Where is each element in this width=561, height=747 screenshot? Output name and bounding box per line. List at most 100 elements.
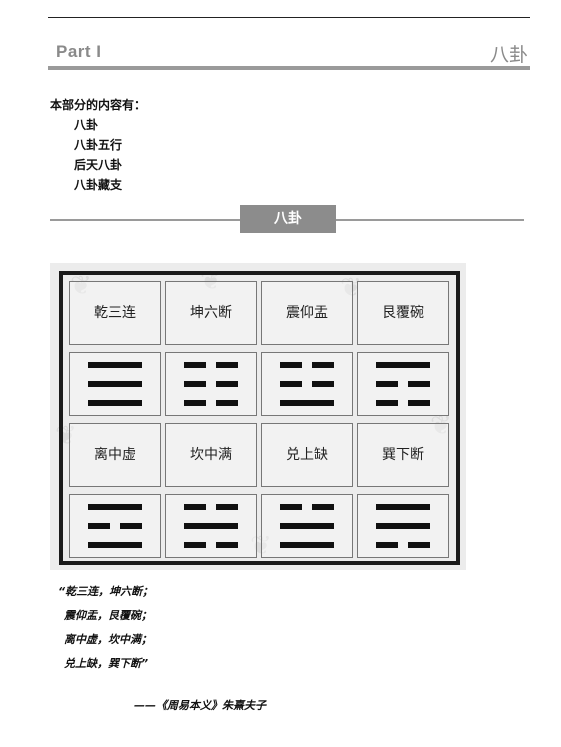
line-segment	[88, 381, 142, 387]
yin-line	[184, 542, 238, 548]
trigram-symbol-icon	[184, 360, 238, 408]
line-segment	[184, 504, 206, 510]
line-segment	[184, 542, 206, 548]
section-title: 八卦	[240, 205, 336, 233]
trigram-symbol-icon	[88, 502, 142, 550]
quote-block: “乾三连，坤六断； 震仰盂，艮覆碗； 离中虚，坎中满； 兑上缺，巽下断”	[58, 580, 153, 676]
line-segment	[88, 504, 142, 510]
yang-line	[376, 523, 430, 529]
trigram-name-cell: 坎中满	[165, 423, 257, 487]
line-segment	[216, 362, 238, 368]
yin-line	[184, 362, 238, 368]
trigram-name: 坤六断	[190, 305, 232, 321]
line-segment	[184, 400, 206, 406]
line-segment	[88, 400, 142, 406]
trigram-symbol-cell	[69, 352, 161, 416]
line-segment	[376, 523, 430, 529]
yin-line	[88, 523, 142, 529]
trigram-name-cell: 震仰盂	[261, 281, 353, 345]
yang-line	[280, 523, 334, 529]
trigram-symbol-icon	[280, 502, 334, 550]
leaf-decoration-icon: ❦	[70, 271, 92, 301]
trigram-symbol-icon	[280, 360, 334, 408]
line-segment	[376, 400, 398, 406]
contents-item: 八卦藏支	[74, 178, 123, 192]
line-segment	[408, 381, 430, 387]
yin-line	[184, 400, 238, 406]
trigram-symbol-cell	[165, 494, 257, 558]
trigram-name: 离中虚	[94, 447, 136, 463]
line-segment	[408, 542, 430, 548]
yang-line	[88, 381, 142, 387]
trigram-figure: ❦ ❦ ❦ ❦ ❦ ❦ 乾三连坤六断震仰盂艮覆碗离中虚坎中满兑上缺巽下断	[50, 263, 466, 570]
contents-list: 本部分的内容有： 八卦 八卦五行 后天八卦 八卦藏支	[50, 95, 146, 195]
yang-line	[184, 523, 238, 529]
yin-line	[376, 542, 430, 548]
contents-heading: 本部分的内容有：	[50, 98, 147, 112]
line-segment	[216, 542, 238, 548]
section-rule-right	[336, 219, 524, 221]
yang-line	[88, 542, 142, 548]
line-segment	[120, 523, 142, 529]
yang-line	[88, 504, 142, 510]
line-segment	[216, 381, 238, 387]
quote-line: 离中虚，坎中满；	[64, 633, 152, 646]
yin-line	[280, 504, 334, 510]
yin-line	[184, 381, 238, 387]
trigram-symbol-cell	[357, 494, 449, 558]
line-segment	[216, 504, 238, 510]
trigram-symbol-cell	[357, 352, 449, 416]
line-segment	[280, 400, 334, 406]
line-segment	[184, 381, 206, 387]
top-rule	[48, 17, 530, 18]
yin-line	[376, 400, 430, 406]
trigram-name: 艮覆碗	[382, 305, 424, 321]
quote-line: “乾三连，坤六断；	[58, 585, 154, 598]
leaf-decoration-icon: ❦	[250, 531, 272, 561]
yang-line	[280, 400, 334, 406]
trigram-name-cell: 离中虚	[69, 423, 161, 487]
yang-line	[280, 542, 334, 548]
yin-line	[280, 381, 334, 387]
line-segment	[88, 362, 142, 368]
trigram-symbol-cell	[69, 494, 161, 558]
leaf-decoration-icon: ❦	[430, 411, 452, 441]
line-segment	[184, 523, 238, 529]
contents-item: 八卦五行	[74, 138, 123, 152]
trigram-name-cell: 巽下断	[357, 423, 449, 487]
quote-line: 震仰盂，艮覆碗；	[64, 609, 152, 622]
trigram-name: 坎中满	[190, 447, 232, 463]
contents-item: 后天八卦	[74, 158, 123, 172]
trigram-symbol-cell	[261, 494, 353, 558]
line-segment	[312, 362, 334, 368]
yang-line	[376, 362, 430, 368]
trigram-name: 巽下断	[382, 447, 424, 463]
section-rule-left	[50, 219, 240, 221]
trigram-name-cell: 艮覆碗	[357, 281, 449, 345]
line-segment	[280, 523, 334, 529]
trigram-name: 兑上缺	[286, 447, 328, 463]
trigram-symbol-icon	[88, 360, 142, 408]
line-segment	[408, 400, 430, 406]
quote-line: 兑上缺，巽下断”	[64, 657, 149, 670]
part-label: Part I	[56, 42, 102, 61]
trigram-grid: 乾三连 坤六断 震仰盂 艮覆碗离中虚 坎中满 兑上缺 巽下断	[59, 271, 460, 565]
trigram-name: 乾三连	[94, 305, 136, 321]
yang-line	[88, 362, 142, 368]
yang-line	[88, 400, 142, 406]
yin-line	[184, 504, 238, 510]
yin-line	[280, 362, 334, 368]
trigram-symbol-cell	[261, 352, 353, 416]
trigram-symbol-icon	[376, 360, 430, 408]
chapter-title: 八卦	[489, 44, 528, 66]
line-segment	[312, 381, 334, 387]
line-segment	[88, 523, 110, 529]
trigram-name-cell: 兑上缺	[261, 423, 353, 487]
line-segment	[280, 542, 334, 548]
header-rule	[48, 66, 530, 70]
line-segment	[184, 362, 206, 368]
trigram-symbol-icon	[184, 502, 238, 550]
line-segment	[376, 542, 398, 548]
line-segment	[376, 381, 398, 387]
trigram-symbol-icon	[376, 502, 430, 550]
